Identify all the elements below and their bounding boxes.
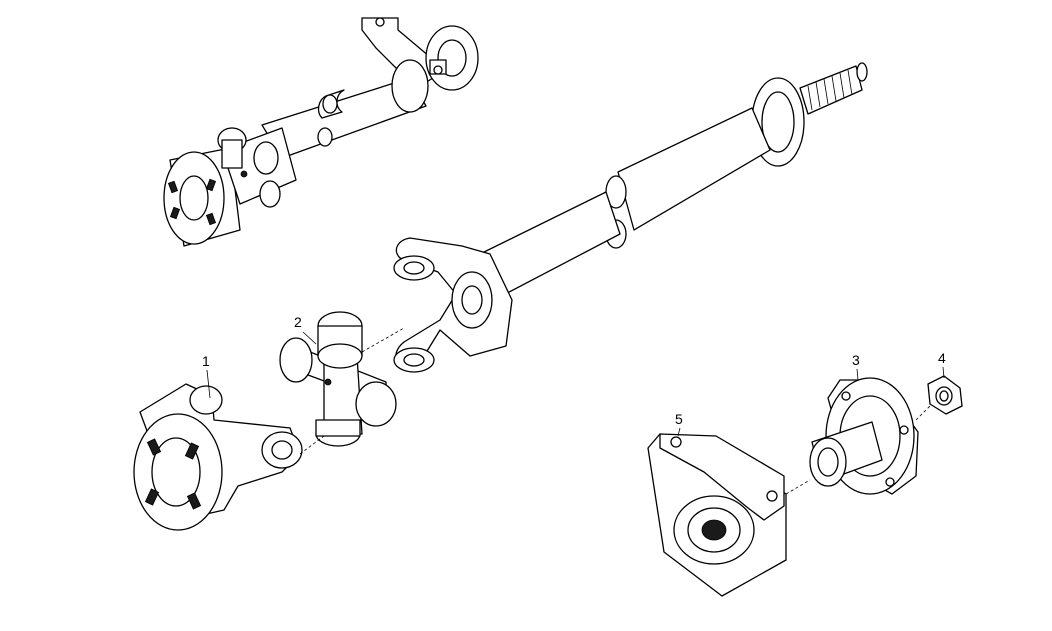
universal-joint-cross — [279, 311, 397, 447]
callout-label: 5 — [675, 411, 683, 427]
callout-5: 5 — [675, 411, 683, 437]
callout-label: 2 — [294, 314, 302, 330]
callout-2: 2 — [294, 314, 317, 345]
callout-label: 4 — [938, 350, 946, 366]
hex-nut — [927, 375, 963, 415]
center-bearing-support — [647, 433, 787, 597]
assembly-axis-lines — [299, 327, 931, 495]
companion-flange — [809, 377, 919, 495]
callout-label: 3 — [852, 352, 860, 368]
callout-3: 3 — [852, 352, 860, 381]
flange-yoke — [133, 383, 303, 531]
callout-4: 4 — [938, 350, 946, 379]
callout-label: 1 — [202, 353, 210, 369]
overview-shaft-assembly — [163, 17, 479, 247]
callout-1: 1 — [202, 353, 211, 399]
main-driveshaft — [393, 62, 868, 373]
